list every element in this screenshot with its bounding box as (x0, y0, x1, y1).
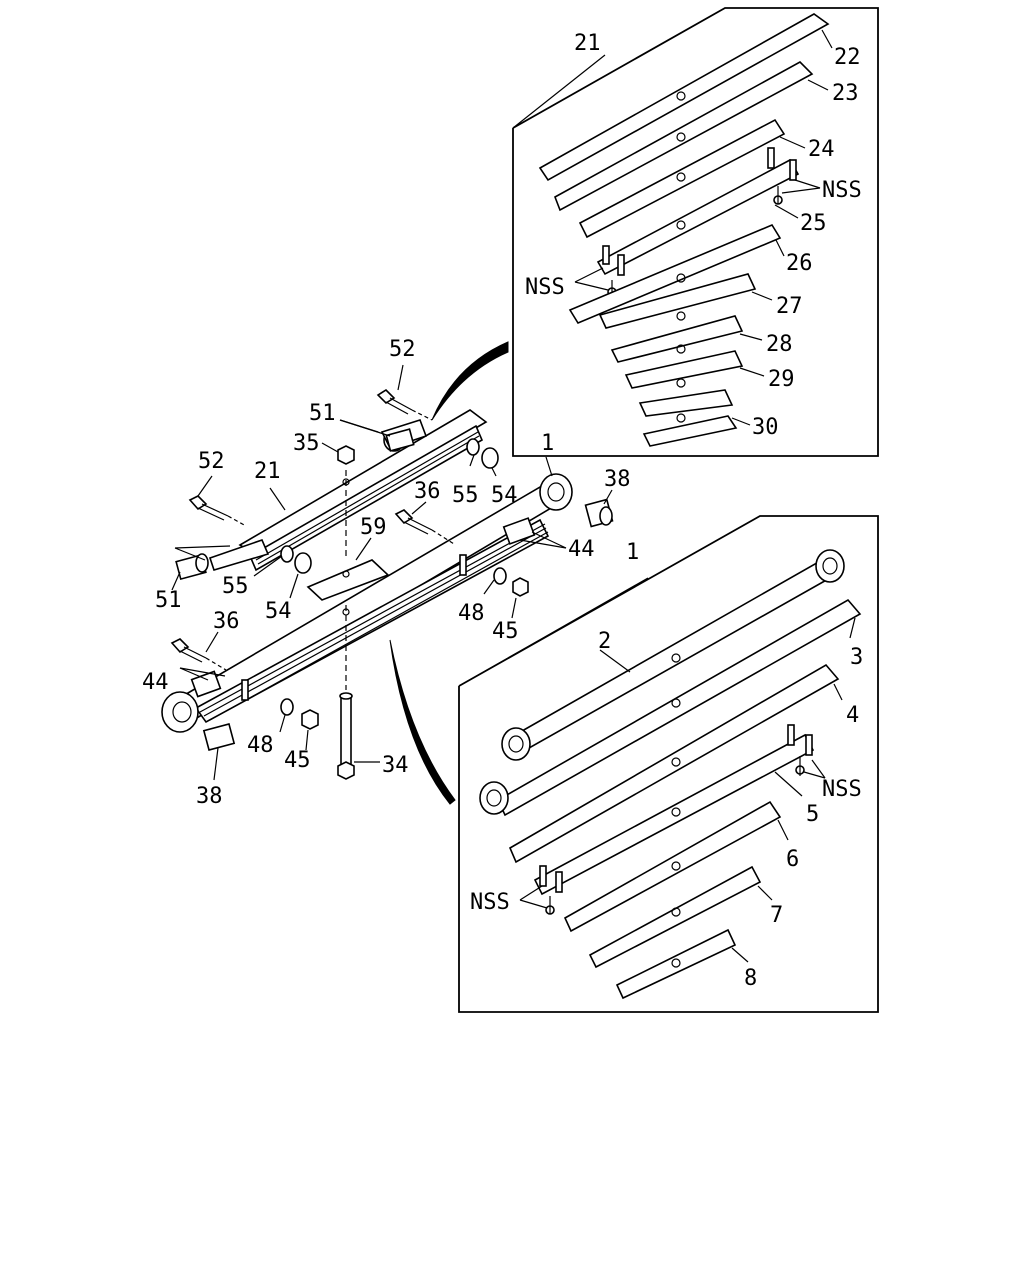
lower-detail-frame (389, 515, 879, 1013)
callout-upper-nss-left: NSS (525, 275, 565, 300)
callout-lower-2: 2 (598, 629, 611, 654)
lower-leaf-2-main-with-eyes (501, 549, 845, 761)
callout-48-left: 48 (247, 733, 274, 758)
nut-45-left (301, 709, 319, 730)
upper-detail-frame (431, 7, 879, 457)
main-spring-1-assembly (161, 473, 573, 733)
callout-54-left: 54 (265, 599, 292, 624)
upper-leaf-23 (554, 61, 829, 212)
callout-52-left: 52 (198, 449, 225, 474)
callout-upper-29: 29 (768, 367, 795, 392)
upper-leaf-27 (598, 273, 773, 329)
callout-lower-8: 8 (744, 966, 757, 991)
upper-leaf-22 (538, 13, 833, 182)
callout-upper-24: 24 (808, 137, 835, 162)
callout-upper-28: 28 (766, 332, 793, 357)
callout-36-center: 36 (414, 479, 441, 504)
callout-59: 59 (360, 515, 387, 540)
callout-35: 35 (293, 431, 320, 456)
callout-44-left: 44 (142, 670, 169, 695)
lower-leaf-4 (508, 663, 843, 864)
upper-leaf-25-with-clips (574, 147, 821, 297)
nut-54-left (294, 552, 312, 574)
washer-48-right (493, 567, 507, 585)
bushing-38-left (202, 722, 236, 752)
callout-36-left: 36 (213, 609, 240, 634)
callout-44-right: 44 (568, 537, 595, 562)
upper-leaf-30 (638, 389, 751, 447)
callout-lower-3: 3 (850, 645, 863, 670)
bolt-52-top (376, 388, 433, 421)
callout-lower-7: 7 (770, 903, 783, 928)
callout-lower-6: 6 (786, 847, 799, 872)
lower-leaf-3-wrapped-eye (479, 598, 862, 817)
lower-leaf-8 (615, 928, 749, 1000)
nut-35 (337, 445, 355, 465)
callout-48-right: 48 (458, 601, 485, 626)
callout-lower-4: 4 (846, 703, 859, 728)
upper-leaf-26 (568, 223, 785, 325)
lower-leaf-7 (588, 865, 773, 969)
callout-55-left: 55 (222, 574, 249, 599)
callout-38-right: 38 (604, 467, 631, 492)
washer-55-left (280, 545, 294, 563)
lower-leaf-6 (563, 800, 789, 933)
upper-leaf-29 (624, 350, 765, 389)
bolt-36-center (394, 509, 455, 545)
nut-54-right (481, 447, 499, 469)
pad-59 (306, 559, 390, 601)
bolt-52-left (188, 495, 247, 527)
bushing-44-right (502, 517, 536, 545)
upper-leaf-28 (610, 315, 763, 363)
callout-upper-23: 23 (832, 81, 859, 106)
callout-lower-5: 5 (806, 802, 819, 827)
callout-51-top: 51 (309, 401, 336, 426)
callout-lower-nss-left: NSS (470, 890, 510, 915)
bushing-38-right (584, 498, 614, 528)
callout-45-left: 45 (284, 748, 311, 773)
nut-45-right (512, 577, 529, 597)
callout-lower-nss-right: NSS (822, 777, 862, 802)
callout-54-right: 54 (491, 483, 518, 508)
callout-upper-30: 30 (752, 415, 779, 440)
main-leader-lines (171, 364, 613, 781)
bushing-51-left (175, 553, 209, 581)
callout-34: 34 (382, 753, 409, 778)
callout-21-main: 21 (254, 459, 281, 484)
callout-upper-21: 21 (574, 31, 601, 56)
washer-55-right (466, 438, 480, 456)
center-bolt-34 (337, 692, 355, 780)
lower-leaf-5-with-clips (519, 724, 826, 915)
callout-45-right: 45 (492, 619, 519, 644)
callout-55-right: 55 (452, 483, 479, 508)
washer-48-left (280, 698, 294, 716)
callout-upper-25: 25 (800, 211, 827, 236)
upper-leaf-24 (578, 118, 806, 239)
bolt-36-left (170, 638, 227, 671)
callout-1-main: 1 (541, 431, 554, 456)
bushing-51-top (385, 428, 415, 452)
callout-upper-nss-right: NSS (822, 178, 862, 203)
callout-lower-1: 1 (626, 540, 639, 565)
callout-upper-27: 27 (776, 294, 803, 319)
callout-52-top: 52 (389, 337, 416, 362)
callout-38-left: 38 (196, 784, 223, 809)
callout-upper-22: 22 (834, 45, 861, 70)
bushing-44-left (190, 670, 222, 698)
callout-51-left: 51 (155, 588, 182, 613)
callout-upper-26: 26 (786, 251, 813, 276)
